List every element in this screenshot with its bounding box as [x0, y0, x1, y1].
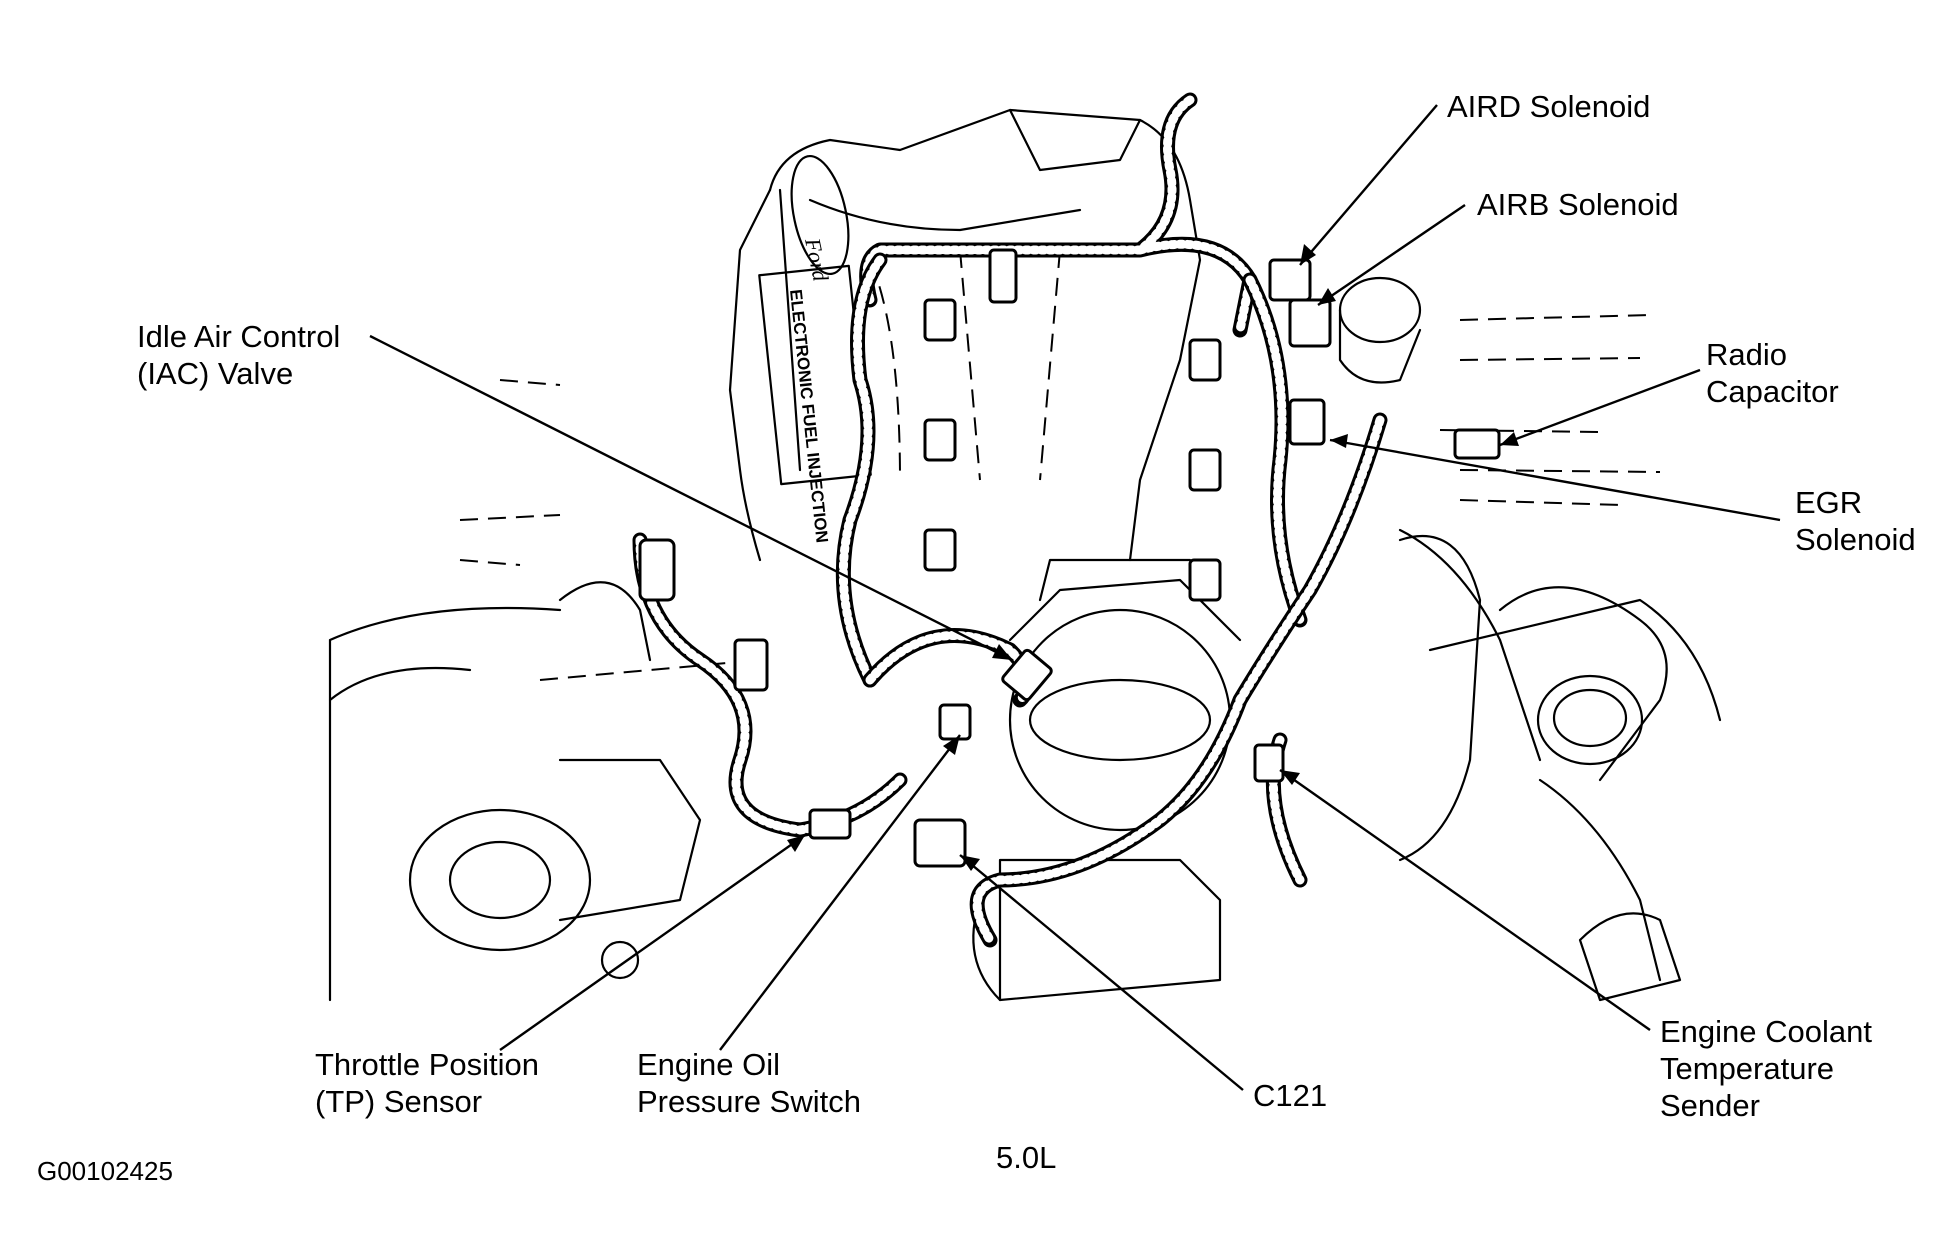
- iac-connector: [1001, 648, 1053, 702]
- label-egr-solenoid: EGR Solenoid: [1795, 485, 1916, 557]
- leader-c121: [959, 854, 1244, 1091]
- plenum-text: ELECTRONIC FUEL INJECTION: [786, 288, 832, 543]
- label-airb-solenoid: AIRB Solenoid: [1477, 187, 1679, 222]
- label-oil-pressure-switch: Engine Oil Pressure Switch: [637, 1047, 861, 1119]
- label-radio-capacitor: Radio Capacitor: [1706, 337, 1839, 409]
- radio-capacitor-body: [1453, 428, 1501, 460]
- ect-connector: [1253, 743, 1285, 783]
- oil-switch-connector: [938, 703, 972, 741]
- leader-aird: [1299, 104, 1438, 266]
- aird-solenoid-body: [1268, 258, 1312, 302]
- leader-egr: [1329, 438, 1781, 522]
- leader-tp: [499, 834, 806, 1051]
- brand-text: Ford: [800, 235, 834, 284]
- body-outline: [328, 314, 1722, 1002]
- c121-connector: [913, 818, 967, 868]
- egr-solenoid-body: [1288, 398, 1326, 446]
- connectors: [638, 248, 1501, 868]
- radiator-cap: [1536, 674, 1682, 1002]
- intake-plenum: Ford ELECTRONIC FUEL INJECTION: [728, 108, 1202, 562]
- label-tp-sensor: Throttle Position (TP) Sensor: [315, 1047, 539, 1119]
- leader-radio-capacitor: [1499, 368, 1701, 447]
- leader-ect: [1279, 769, 1651, 1031]
- label-iac-valve: Idle Air Control (IAC) Valve: [137, 319, 341, 391]
- leader-oil-switch: [719, 734, 961, 1051]
- alternator: [408, 758, 702, 980]
- leader-lines: [369, 104, 1781, 1091]
- ford-emblem: [790, 154, 850, 276]
- label-c121: C121: [1253, 1078, 1328, 1113]
- figure-id: G00102425: [37, 1156, 173, 1186]
- figure-caption: 5.0L: [996, 1140, 1057, 1175]
- label-aird-solenoid: AIRD Solenoid: [1447, 89, 1651, 124]
- tp-connector: [808, 808, 852, 840]
- airb-solenoid-body: [1288, 298, 1332, 348]
- leader-iac: [369, 334, 1013, 662]
- leader-airb: [1317, 204, 1466, 306]
- label-ect-sender: Engine Coolant Temperature Sender: [1660, 1014, 1872, 1123]
- egr-valve: [1338, 276, 1482, 862]
